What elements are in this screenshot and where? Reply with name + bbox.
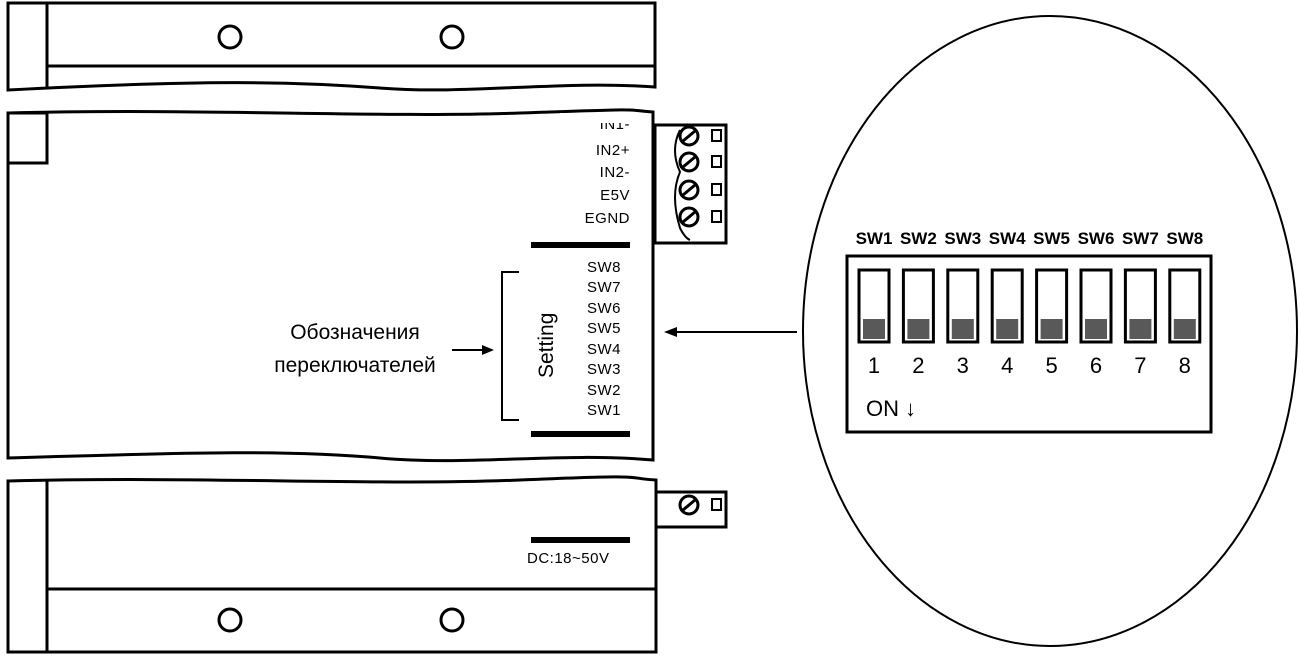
terminal-block-lower — [654, 490, 728, 529]
power-label: DC:18~50V — [527, 550, 609, 567]
terminal-label-in2-minus: IN2- — [600, 164, 630, 181]
dip-number-label: 1 — [868, 353, 880, 378]
switch-label-sw3: SW3 — [587, 361, 621, 378]
setting-label: Setting — [535, 313, 558, 378]
dip-number-label: 8 — [1179, 353, 1191, 378]
dip-switch-knob — [996, 319, 1019, 339]
top-rail — [6, 1, 657, 92]
terminal-screw-3 — [678, 179, 722, 201]
dip-number-label: 2 — [912, 353, 924, 378]
dip-switch-knob — [1129, 319, 1152, 339]
terminal-label-e5v: E5V — [600, 187, 630, 204]
callout-arrow — [452, 345, 494, 355]
switch-label-sw6: SW6 — [587, 300, 621, 317]
dip-header-label: SW2 — [900, 229, 937, 248]
dip-switch-knob — [907, 319, 930, 339]
mounting-hole-bottom-right — [439, 607, 465, 633]
dip-number-label: 7 — [1134, 353, 1146, 378]
mounting-hole-top-right — [439, 24, 465, 50]
switch-label-sw4: SW4 — [587, 341, 621, 358]
dip-number-label: 6 — [1090, 353, 1102, 378]
setting-bracket — [501, 271, 519, 421]
separator-bar-power — [531, 537, 630, 543]
dip-on-label: ON — [866, 396, 899, 421]
mounting-hole-bottom-left — [217, 607, 243, 633]
dip-switch-knob — [951, 319, 974, 339]
dip-switch-knob — [1173, 319, 1196, 339]
switch-label-sw5: SW5 — [587, 320, 621, 337]
dip-header-label: SW1 — [856, 229, 893, 248]
dip-switch-knob — [1085, 319, 1107, 339]
dip-number-label: 5 — [1045, 353, 1057, 378]
zoom-pointer-arrow — [664, 327, 797, 337]
dip-header-label: SW3 — [944, 229, 981, 248]
terminal-labels: IN1- IN2+ IN2- E5V EGND — [585, 116, 630, 227]
switch-label-sw2: SW2 — [587, 382, 621, 399]
bottom-rail — [6, 475, 658, 654]
dip-number-label: 3 — [957, 353, 969, 378]
dip-number-label: 4 — [1001, 353, 1013, 378]
callout-line-1: Обозначения — [290, 321, 420, 344]
terminal-block-upper — [653, 123, 728, 245]
dip-header-label: SW6 — [1078, 229, 1115, 248]
switch-label-list: SW8 SW7 SW6 SW5 SW4 SW3 SW2 SW1 — [587, 259, 621, 419]
dip-header-label: SW5 — [1033, 229, 1070, 248]
dip-switch-housing — [845, 254, 1213, 434]
separator-bar-lower — [531, 431, 630, 437]
dip-header-label: SW7 — [1122, 229, 1159, 248]
dip-switch-knob — [863, 319, 885, 339]
callout-line-2: переключателей — [274, 354, 436, 377]
switch-label-sw1: SW1 — [587, 402, 621, 419]
dip-switch-knob — [1040, 319, 1063, 339]
terminal-screw-2 — [678, 151, 722, 173]
switch-label-sw8: SW8 — [587, 259, 621, 276]
separator-bar-upper — [531, 242, 630, 248]
terminal-screw-4 — [678, 206, 722, 228]
dip-header-label: SW4 — [989, 229, 1026, 248]
device-body — [6, 108, 655, 463]
dip-header-label: SW8 — [1166, 229, 1203, 248]
dip-on-arrow-icon: ↓ — [905, 396, 916, 421]
mounting-hole-top-left — [217, 24, 243, 50]
dip-switch-array: SW1 1 SW2 2 SW3 3 SW4 4 SW5 5 SW6 6 SW7 7 SW8 8 — [856, 229, 1204, 378]
terminal-label-egnd: EGND — [585, 210, 630, 227]
switch-label-sw7: SW7 — [587, 279, 621, 296]
zoom-ellipse — [802, 15, 1298, 647]
terminal-label-in2-plus: IN2+ — [596, 142, 630, 159]
terminal-screw-1 — [678, 125, 722, 147]
